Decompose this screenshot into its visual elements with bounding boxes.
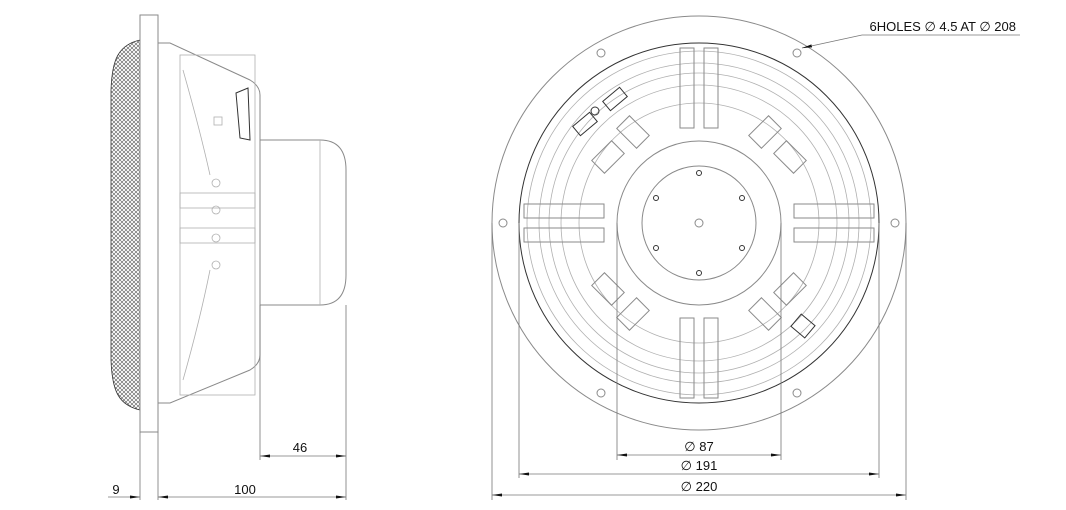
depth-label: 100 (234, 482, 256, 497)
basket-rim (518, 42, 880, 404)
hole-note: 6HOLES ∅ 4.5 AT ∅ 208 (870, 19, 1016, 34)
terminal-bracket (235, 87, 251, 141)
basket-inner (179, 54, 256, 396)
flange-thickness-label: 9 (112, 482, 119, 497)
center-vent (694, 218, 704, 228)
grille-edge (110, 39, 141, 411)
front-view (491, 15, 907, 431)
outer-flange (491, 15, 907, 431)
basket-outline (158, 42, 261, 404)
hole-callout: 6HOLES ∅ 4.5 AT ∅ 208 (801, 19, 1020, 49)
side-dimensions: 46 9 100 (108, 305, 347, 500)
magnet-diameter-label: ∅ 87 (684, 439, 713, 454)
back-plate (641, 165, 757, 281)
mounting-flange (139, 14, 159, 433)
terminals (572, 86, 816, 339)
front-dimensions: ∅ 87 ∅ 191 ∅ 220 (491, 223, 907, 500)
mounting-holes (498, 48, 900, 398)
outer-diameter-label: ∅ 220 (681, 479, 718, 494)
magnet-assembly (260, 139, 347, 306)
cutout-diameter-label: ∅ 191 (681, 458, 718, 473)
side-view (110, 14, 347, 433)
basket-spokes (523, 47, 875, 399)
magnet-depth-label: 46 (293, 440, 307, 455)
